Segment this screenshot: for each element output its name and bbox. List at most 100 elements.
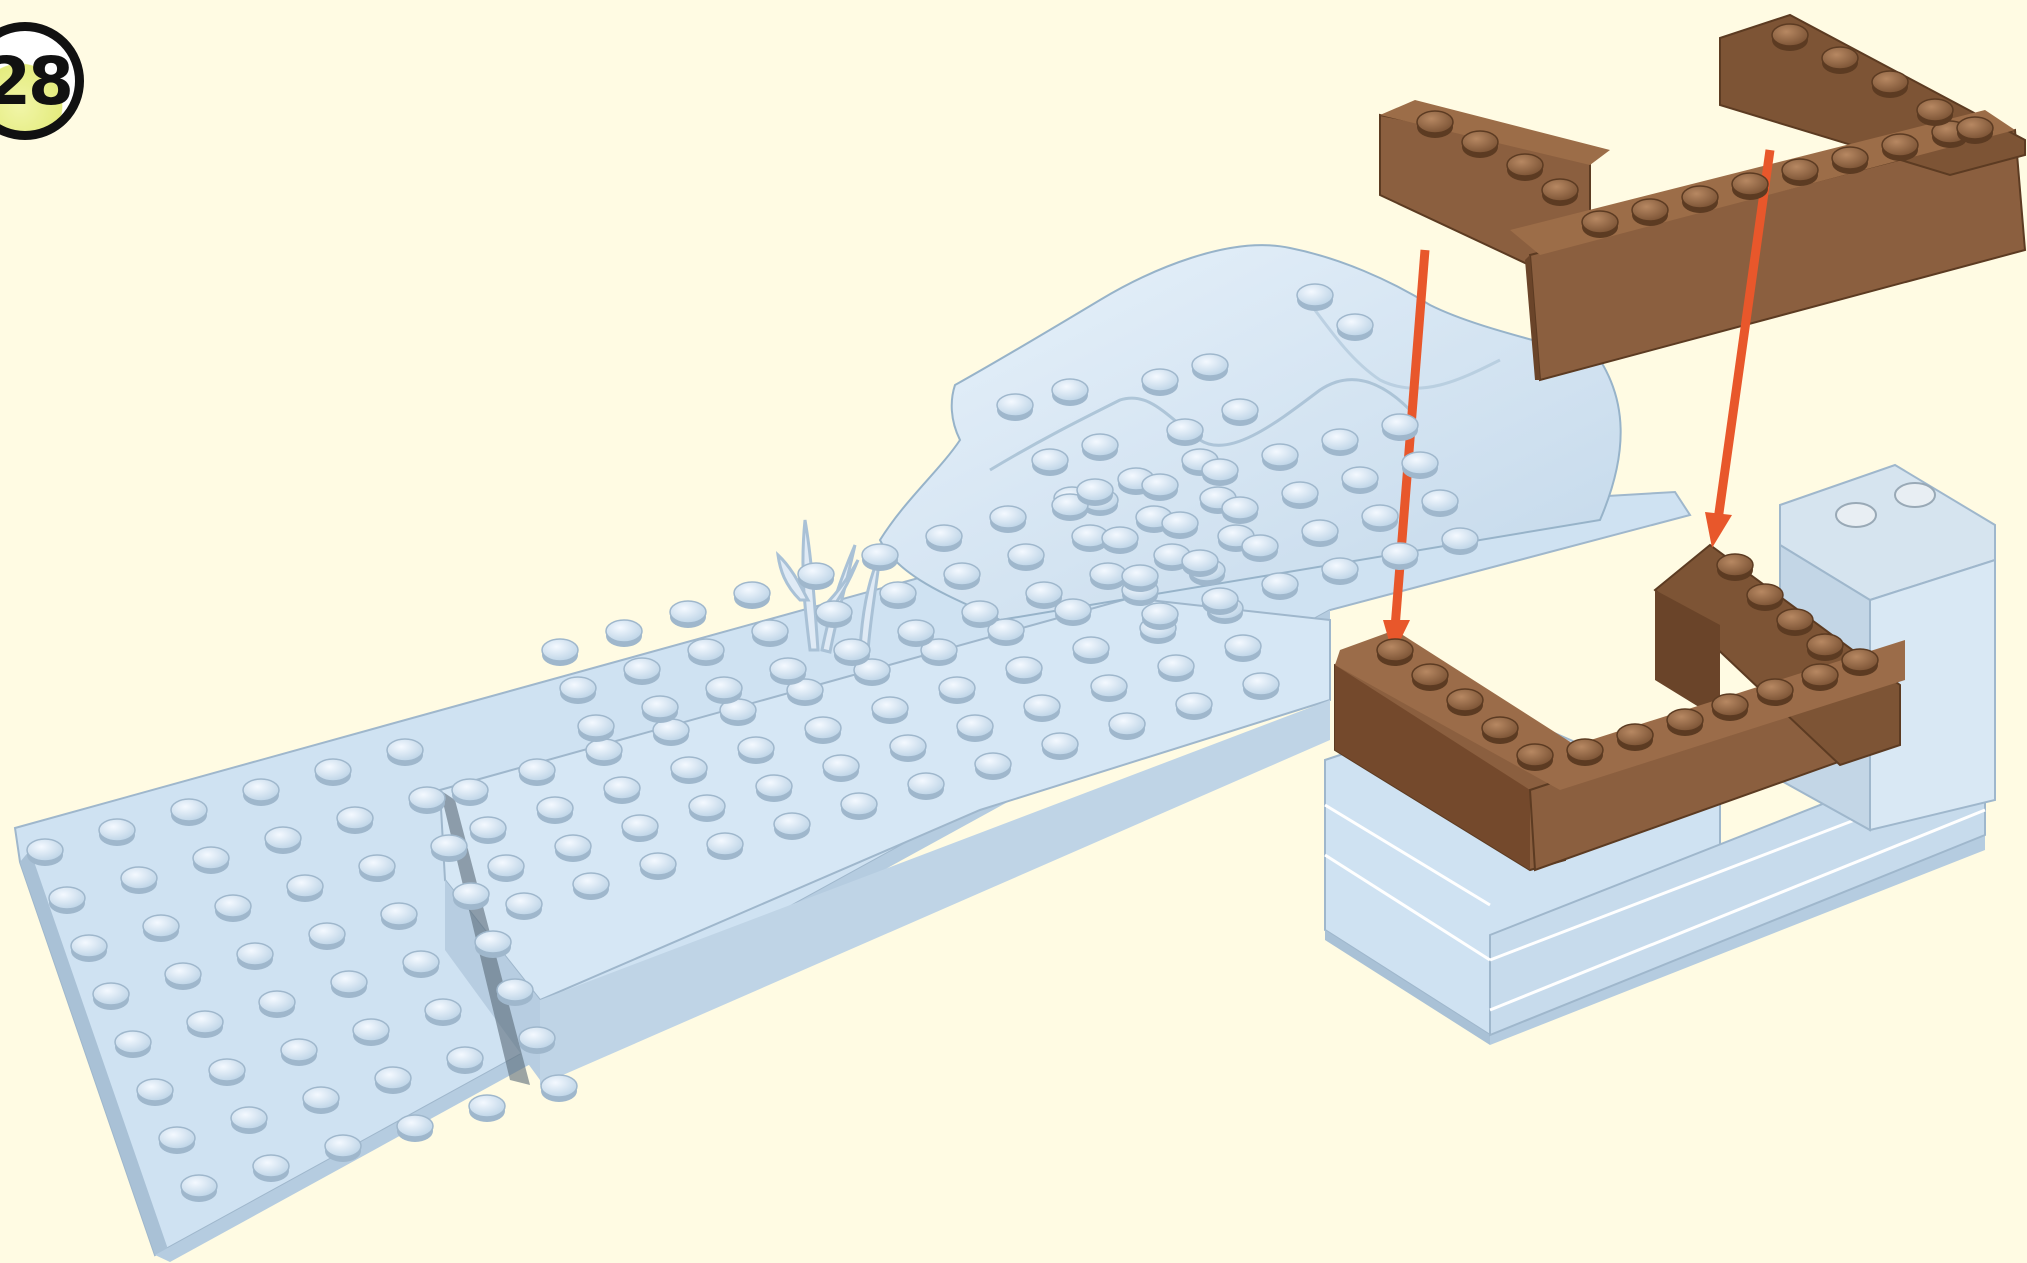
- stud: [325, 1135, 361, 1162]
- stud: [143, 915, 179, 942]
- stud: [1917, 99, 1953, 126]
- stud: [1091, 675, 1127, 702]
- stud: [331, 971, 367, 998]
- stud: [1667, 709, 1703, 736]
- stud: [1243, 673, 1279, 700]
- stud: [1026, 582, 1062, 609]
- stud: [752, 620, 788, 647]
- stud: [1282, 482, 1318, 509]
- stud: [555, 835, 591, 862]
- stud: [193, 847, 229, 874]
- stud: [774, 813, 810, 840]
- stud: [1842, 649, 1878, 676]
- stud: [1202, 588, 1238, 615]
- stud: [1322, 429, 1358, 456]
- stud: [1872, 71, 1908, 98]
- stud: [908, 773, 944, 800]
- stud: [337, 807, 373, 834]
- stud: [1482, 717, 1518, 744]
- stud: [586, 739, 622, 766]
- stud: [834, 639, 870, 666]
- stud: [303, 1087, 339, 1114]
- stud: [397, 1115, 433, 1142]
- stud: [381, 903, 417, 930]
- stud: [1077, 479, 1113, 506]
- stud: [1822, 47, 1858, 74]
- stud: [1882, 134, 1918, 161]
- stud: [431, 835, 467, 862]
- stud: [470, 817, 506, 844]
- stud: [265, 827, 301, 854]
- stud: [1447, 689, 1483, 716]
- stud: [237, 943, 273, 970]
- stud: [1262, 573, 1298, 600]
- stud: [957, 715, 993, 742]
- stud: [798, 563, 834, 590]
- stud: [1167, 419, 1203, 446]
- stud: [506, 893, 542, 920]
- stud: [315, 759, 351, 786]
- stud: [653, 719, 689, 746]
- stud: [243, 779, 279, 806]
- stud: [689, 795, 725, 822]
- stud: [816, 601, 852, 628]
- stud: [606, 620, 642, 647]
- stud: [253, 1155, 289, 1182]
- stud: [862, 544, 898, 571]
- stud: [231, 1107, 267, 1134]
- stud: [27, 839, 63, 866]
- stud: [734, 582, 770, 609]
- stud: [1422, 490, 1458, 517]
- stud: [805, 717, 841, 744]
- stud: [624, 658, 660, 685]
- stud: [1442, 528, 1478, 555]
- stud: [1832, 147, 1868, 174]
- stud: [49, 887, 85, 914]
- stud: [997, 394, 1033, 421]
- stud: [1225, 635, 1261, 662]
- stud: [671, 757, 707, 784]
- stud: [1222, 497, 1258, 524]
- stud: [1402, 452, 1438, 479]
- stud: [1032, 449, 1068, 476]
- stud: [93, 983, 129, 1010]
- stud: [560, 677, 596, 704]
- stud: [1182, 550, 1218, 577]
- stud: [1777, 609, 1813, 636]
- stud: [1109, 713, 1145, 740]
- stud: [1757, 679, 1793, 706]
- stud: [1747, 584, 1783, 611]
- stud: [841, 793, 877, 820]
- stud: [1712, 694, 1748, 721]
- stud: [1517, 744, 1553, 771]
- stud: [1008, 544, 1044, 571]
- stud: [1412, 664, 1448, 691]
- stud: [387, 739, 423, 766]
- stud: [359, 855, 395, 882]
- stud: [447, 1047, 483, 1074]
- stud: [1024, 695, 1060, 722]
- stud: [1073, 637, 1109, 664]
- stud: [1102, 527, 1138, 554]
- stud: [452, 779, 488, 806]
- stud: [115, 1031, 151, 1058]
- stud: [939, 677, 975, 704]
- stud: [1682, 186, 1718, 213]
- stud: [497, 979, 533, 1006]
- stud: [975, 753, 1011, 780]
- stud: [1142, 474, 1178, 501]
- stud: [542, 639, 578, 666]
- stud: [1382, 543, 1418, 570]
- stud: [670, 601, 706, 628]
- stud: [890, 735, 926, 762]
- stud: [353, 1019, 389, 1046]
- stud: [578, 715, 614, 742]
- stud: [640, 853, 676, 880]
- stud: [1158, 655, 1194, 682]
- stud: [71, 935, 107, 962]
- stud: [926, 525, 962, 552]
- stud: [181, 1175, 217, 1202]
- stud: [1567, 739, 1603, 766]
- stud: [1582, 211, 1618, 238]
